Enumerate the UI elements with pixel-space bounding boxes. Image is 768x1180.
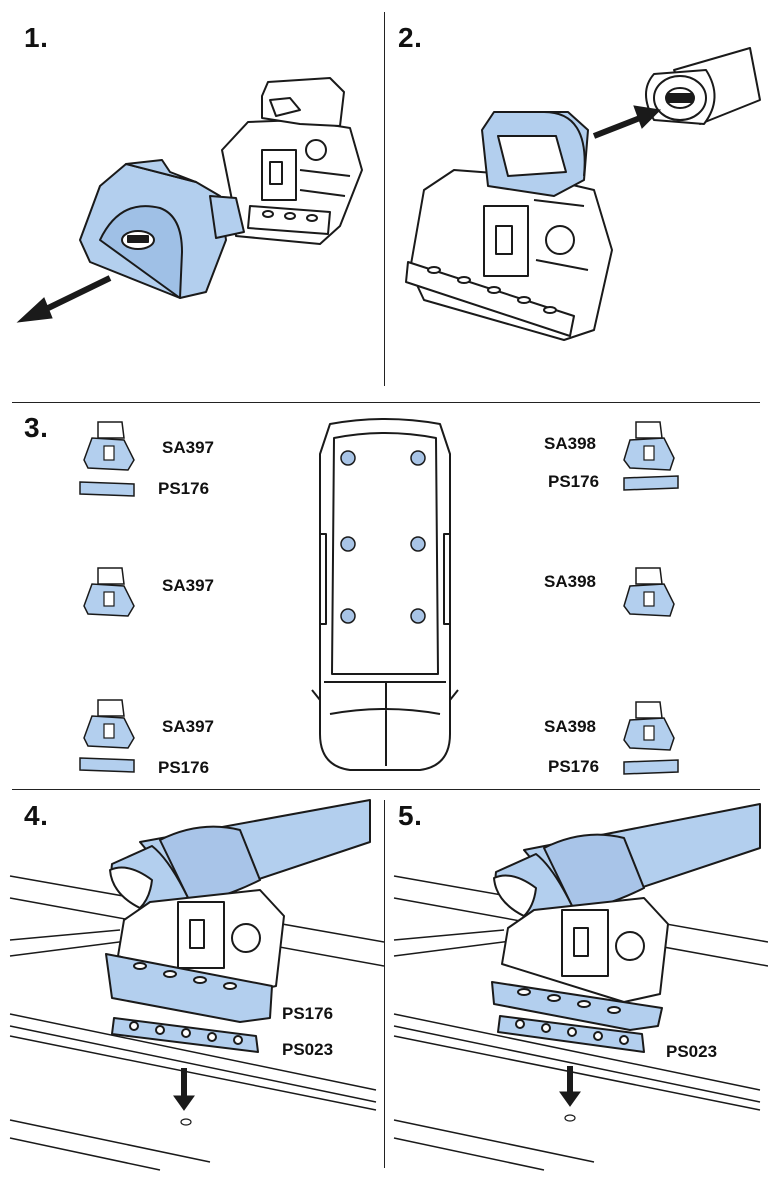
foot-icon-left-mid	[83, 567, 135, 617]
step-4-number: 4.	[24, 800, 49, 831]
label-right-bot-foot: SA398	[544, 717, 596, 736]
label-right-mid-foot: SA398	[544, 572, 596, 591]
pad-icon-left-bot	[79, 757, 135, 773]
step-3-number: 3.	[24, 412, 49, 443]
foot-icon-right-mid	[623, 567, 675, 617]
horizontal-divider-1	[12, 402, 760, 403]
pad-icon-right-bot	[623, 759, 679, 775]
label-left-top-pad: PS176	[158, 479, 210, 498]
label-left-mid-foot: SA397	[162, 576, 214, 595]
step-5-plate-label: PS023	[666, 1042, 718, 1061]
label-left-bot-foot: SA397	[162, 717, 214, 736]
label-left-bot-pad: PS176	[158, 758, 210, 777]
step-1-illustration	[16, 77, 363, 323]
foot-icon-right-top	[623, 421, 675, 471]
label-right-top-pad: PS176	[548, 472, 600, 491]
step-2-number: 2.	[398, 22, 423, 53]
pad-icon-right-top	[623, 475, 679, 491]
step-1-number: 1.	[24, 22, 49, 53]
label-right-bot-pad: PS176	[548, 757, 600, 776]
label-right-top-foot: SA398	[544, 434, 596, 453]
step-2-illustration	[405, 47, 761, 341]
step-4-plate-label: PS023	[282, 1040, 334, 1059]
step-4-illustration	[9, 799, 385, 1171]
vertical-divider-top	[384, 12, 385, 386]
foot-icon-left-top	[83, 421, 135, 471]
step-5-number: 5.	[398, 800, 423, 831]
vertical-divider-bottom	[384, 800, 385, 1168]
pad-icon-left-top	[79, 481, 135, 497]
step-4-pad-label: PS176	[282, 1004, 334, 1023]
step-5-illustration	[393, 803, 768, 1171]
foot-icon-right-bot	[623, 701, 675, 751]
foot-icon-left-bot	[83, 699, 135, 749]
van-top-view	[311, 418, 459, 771]
label-left-top-foot: SA397	[162, 438, 214, 457]
horizontal-divider-2	[12, 789, 760, 790]
